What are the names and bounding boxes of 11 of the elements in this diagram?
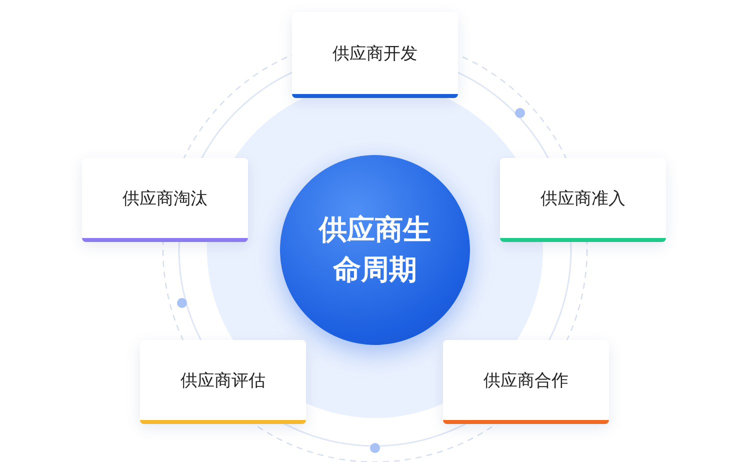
stage-card bbox=[140, 340, 306, 424]
card-label: 供应商准入 bbox=[540, 188, 626, 210]
card-label: 供应商开发 bbox=[332, 42, 418, 64]
stage-card bbox=[292, 12, 458, 98]
card-label: 供应商评估 bbox=[180, 370, 266, 392]
card-label: 供应商合作 bbox=[484, 370, 568, 392]
stage-card bbox=[443, 340, 609, 424]
card-label: 供应商淘汰 bbox=[122, 188, 208, 210]
circle-title: 供应商生命周期 bbox=[317, 212, 432, 288]
stage-card bbox=[82, 158, 248, 242]
stage-card bbox=[500, 158, 666, 242]
